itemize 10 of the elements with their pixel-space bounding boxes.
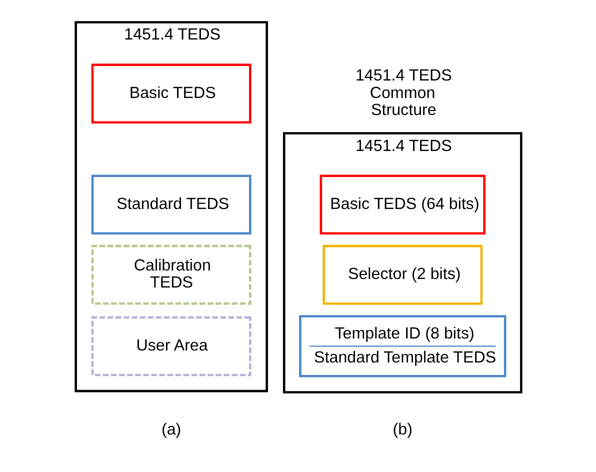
node-box: Basic TEDS (64 bits) xyxy=(319,174,486,235)
node-box: User Area xyxy=(90,316,251,376)
node-label: (b) xyxy=(392,420,412,438)
node-box: Basic TEDS xyxy=(90,64,251,124)
node-box: Standard TEDS xyxy=(90,174,251,235)
node-box: Template ID (8 bits) Standard Template TEDS xyxy=(298,315,506,378)
node-box: Selector (2 bits) xyxy=(322,244,482,305)
node-box: Calibration TEDS xyxy=(90,244,251,305)
node-label: (a) xyxy=(160,420,181,438)
label: 1451.4 TEDS Common Structure xyxy=(354,66,452,120)
